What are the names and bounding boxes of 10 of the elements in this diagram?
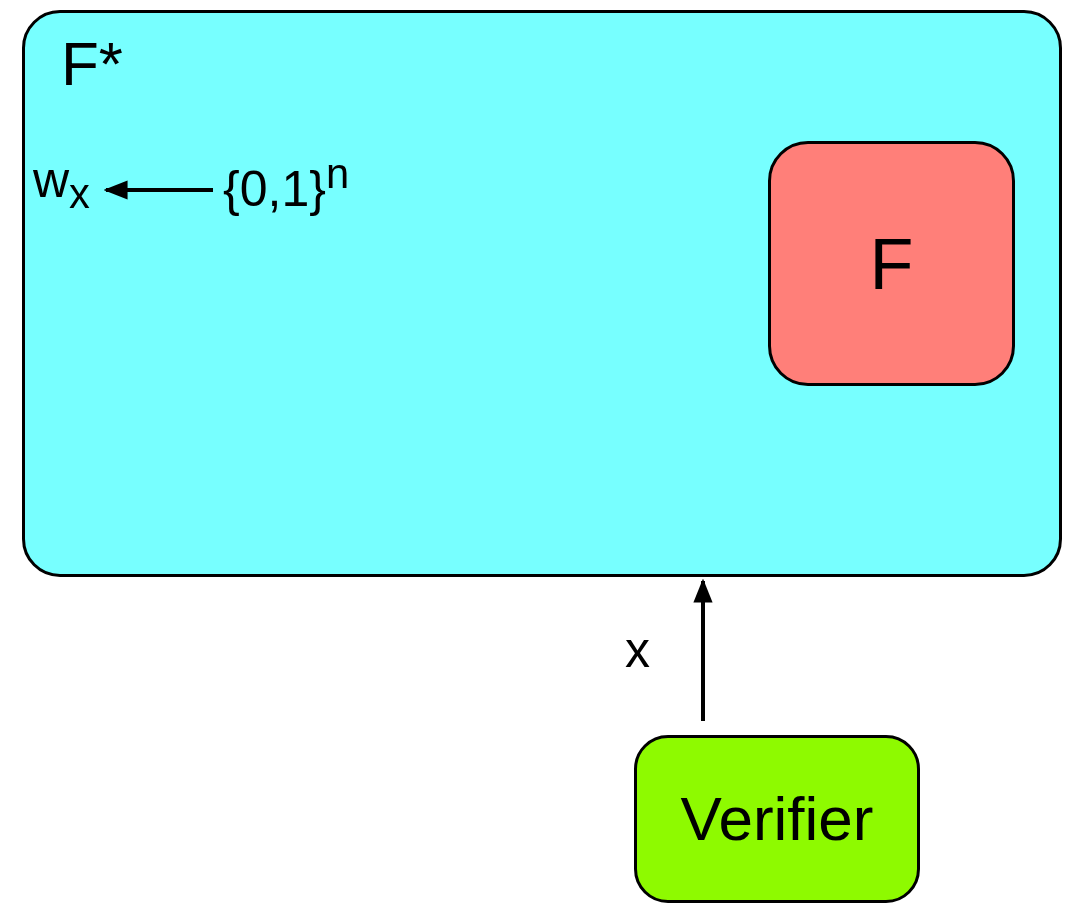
box-label: Verifier [680, 788, 874, 850]
box-title: F* [61, 33, 123, 95]
rounded-box [634, 735, 920, 903]
math-label: w$_{x}$ [33, 153, 90, 217]
arrow [693, 578, 713, 721]
rounded-box [768, 141, 1015, 386]
math-label: {0,1}$^{n}$ [223, 151, 350, 217]
arrow [103, 180, 213, 200]
rounded-box [22, 10, 1062, 577]
box-label: F [869, 227, 914, 300]
